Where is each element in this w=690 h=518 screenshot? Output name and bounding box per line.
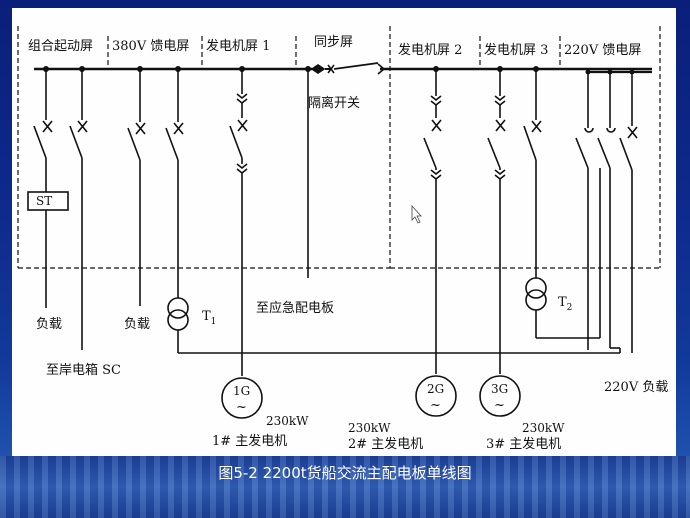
feeder-t2 xyxy=(523,69,601,339)
gen2-power: 230kW xyxy=(348,421,391,435)
load-label-2: 负载 xyxy=(124,317,150,332)
panel-label-0: 组合起动屏 xyxy=(28,39,93,54)
gen3-power: 230kW xyxy=(522,421,565,435)
feeder-shore xyxy=(69,69,88,350)
feeder-220v xyxy=(575,70,652,353)
cursor-icon xyxy=(411,204,422,224)
panel-label-2: 发电机屏 1 xyxy=(206,38,270,54)
gen1-power: 230kW xyxy=(266,414,309,428)
load-220v-label: 220V 负载 xyxy=(604,380,668,395)
gen1-symbol: 1G xyxy=(233,384,250,398)
switchboard-outline xyxy=(17,26,661,269)
isolating-switch xyxy=(310,62,386,75)
load-label-1: 负载 xyxy=(36,317,62,332)
gen1-wave: ~ xyxy=(236,400,247,415)
panel-label-1: 380V 馈电屏 xyxy=(112,39,189,54)
gen2-name: 2# 主发电机 xyxy=(348,436,423,452)
single-line-diagram: 组合起动屏 380V 馈电屏 发电机屏 1 同步屏 发电机屏 2 发电机屏 3 … xyxy=(17,26,668,452)
emergency-label: 至应急配电板 xyxy=(256,300,334,316)
sea-background xyxy=(0,456,690,518)
isolator-label: 隔离开关 xyxy=(308,95,360,111)
gen1-name: 1# 主发电机 xyxy=(212,433,287,449)
panel-label-3: 同步屏 xyxy=(314,35,353,50)
panel-label-6: 220V 馈电屏 xyxy=(564,43,641,58)
gen2-wave: ~ xyxy=(430,398,441,413)
feeder-gen3 xyxy=(479,69,521,417)
gen3-symbol: 3G xyxy=(491,382,508,396)
feeder-gen2 xyxy=(415,69,457,417)
st-label: ST xyxy=(36,194,52,208)
shore-label: 至岸电箱 SC xyxy=(46,362,121,378)
panel-label-4: 发电机屏 2 xyxy=(398,42,462,58)
diagram-panel: 组合起动屏 380V 馈电屏 发电机屏 1 同步屏 发电机屏 2 发电机屏 3 … xyxy=(12,8,676,456)
t1-label: T1 xyxy=(202,309,216,327)
feeder-st xyxy=(27,69,69,308)
gen3-name: 3# 主发电机 xyxy=(486,436,561,452)
t2-label: T2 xyxy=(558,295,572,313)
feeder-load-2 xyxy=(127,69,146,306)
feeder-gen1 xyxy=(221,69,263,419)
feeder-t1 xyxy=(165,69,620,354)
panel-label-5: 发电机屏 3 xyxy=(484,42,548,58)
gen3-wave: ~ xyxy=(494,398,505,413)
figure-caption: 图5-2 2200t货船交流主配电板单线图 xyxy=(218,464,472,482)
gen2-symbol: 2G xyxy=(427,382,444,396)
